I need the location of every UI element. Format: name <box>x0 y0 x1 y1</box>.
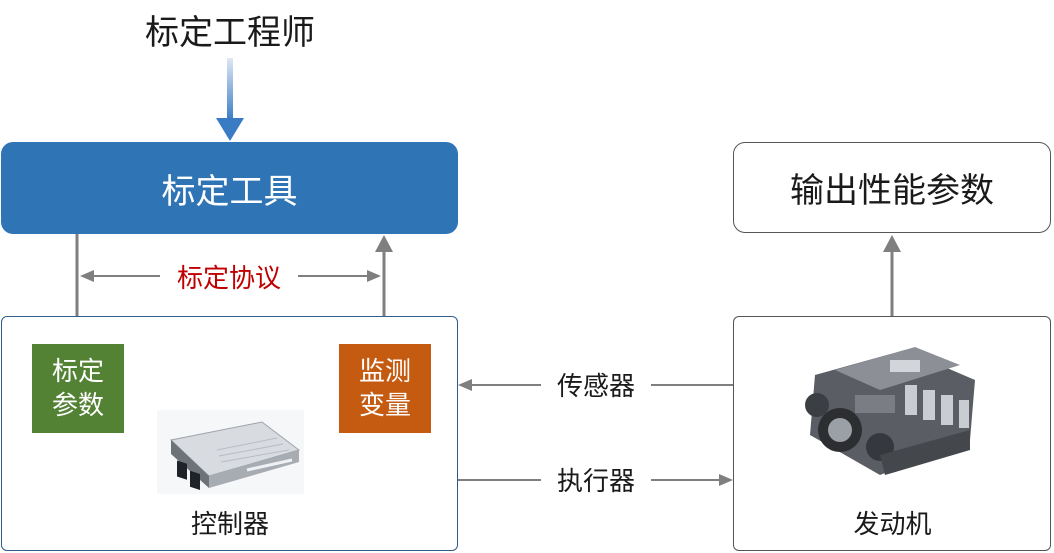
controller-label: 控制器 <box>190 510 269 540</box>
calibration-tool-label: 标定工具 <box>161 171 298 212</box>
calibration-tool-box: 标定工具 <box>1 142 458 234</box>
ecu-image <box>157 410 304 494</box>
sensor-label: 传感器 <box>541 370 651 404</box>
engine-label: 发动机 <box>853 510 932 540</box>
engine-to-output-arrow <box>883 235 901 316</box>
output-performance-label: 输出性能参数 <box>790 171 994 211</box>
calibration-param-line-1: 标定 <box>51 356 104 387</box>
output-performance-box: 输出性能参数 <box>733 142 1051 233</box>
calibration-protocol-label: 标定协议 <box>160 262 298 296</box>
calibration-param-box: 标定 参数 <box>32 344 124 433</box>
engineer-to-tool-arrow <box>216 58 244 141</box>
engine-image <box>785 335 1000 495</box>
monitor-variable-line-1: 监测 <box>358 356 411 387</box>
monitor-variable-box: 监测 变量 <box>339 344 431 433</box>
calibration-param-line-2: 参数 <box>51 390 104 421</box>
monitor-variable-line-2: 变量 <box>358 390 411 421</box>
actuator-label: 执行器 <box>541 465 651 499</box>
engineer-label: 标定工程师 <box>145 13 315 53</box>
